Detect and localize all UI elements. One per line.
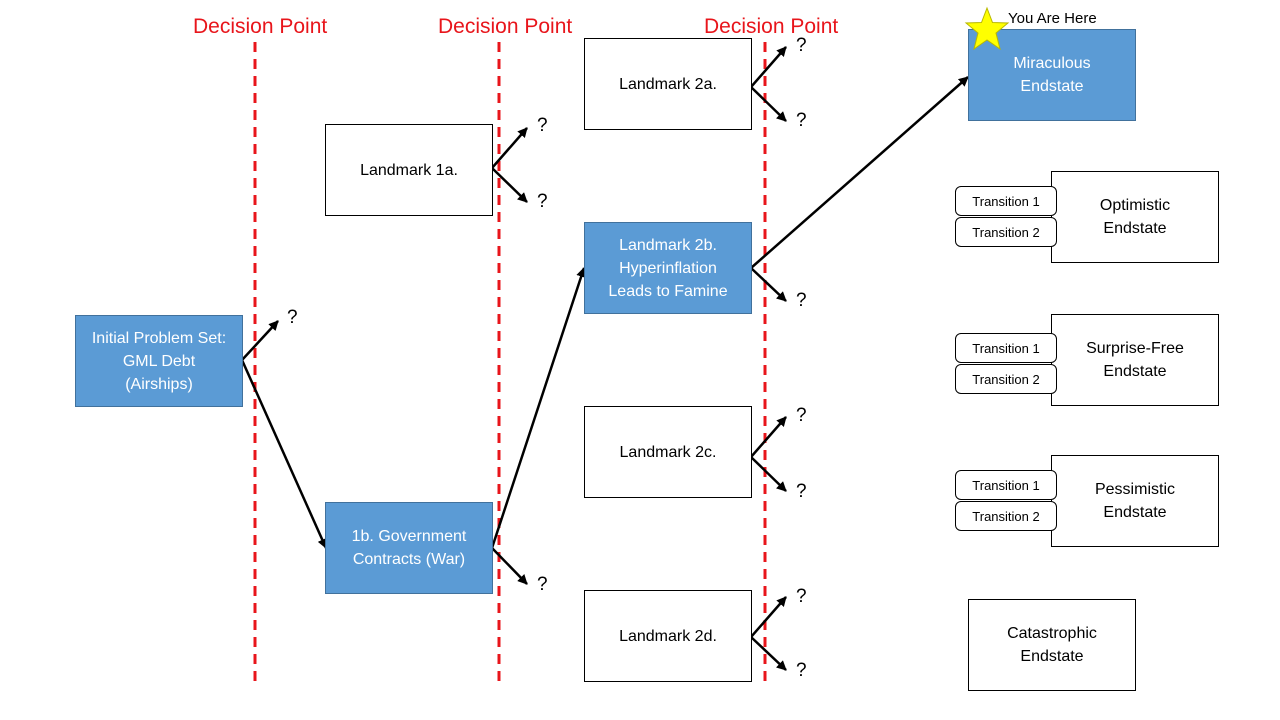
arrow-2a-unknown-lower — [750, 86, 787, 122]
node-landmark-2c: Landmark 2c. — [584, 406, 752, 498]
arrow-2d-unknown-lower — [750, 636, 787, 671]
endstate-surprise-free: Surprise-Free Endstate — [1051, 314, 1219, 406]
decision-point-label-2: Decision Point — [438, 15, 573, 38]
unknown-outcome-2a-lower: ? — [796, 110, 807, 131]
decision-point-label-3: Decision Point — [704, 15, 839, 38]
node-landmark-2b: Landmark 2b. Hyperinflation Leads to Fam… — [584, 222, 752, 314]
arrow-2a-unknown-upper — [750, 46, 787, 88]
transition-1-pessimistic: Transition 1 — [955, 470, 1057, 500]
unknown-outcome-2d-upper: ? — [796, 586, 807, 607]
arrow-1a-unknown-upper — [491, 127, 528, 169]
star-icon — [964, 6, 1010, 51]
arrow-2d-unknown-upper — [750, 596, 787, 638]
node-landmark-2a: Landmark 2a. — [584, 38, 752, 130]
unknown-outcome-1a-lower: ? — [537, 191, 548, 212]
unknown-outcome-2a-upper: ? — [796, 35, 807, 56]
arrow-1b-unknown — [491, 547, 528, 585]
arrow-2c-unknown-lower — [750, 456, 787, 492]
arrow-1a-unknown-lower — [491, 167, 528, 203]
transition-2-optimistic: Transition 2 — [955, 217, 1057, 247]
transition-1-optimistic: Transition 1 — [955, 186, 1057, 216]
unknown-outcome-1a-upper: ? — [537, 115, 548, 136]
node-landmark-1b: 1b. Government Contracts (War) — [325, 502, 493, 594]
you-are-here-label: You Are Here — [1008, 10, 1097, 27]
arrow-2b-to-miraculous — [750, 76, 969, 269]
node-landmark-2d: Landmark 2d. — [584, 590, 752, 682]
endstate-pessimistic: Pessimistic Endstate — [1051, 455, 1219, 547]
unknown-outcome-2d-lower: ? — [796, 660, 807, 681]
arrow-initial-to-1b — [240, 359, 328, 549]
arrow-2c-unknown-upper — [750, 416, 787, 458]
transition-2-surprise-free: Transition 2 — [955, 364, 1057, 394]
arrow-1b-to-2b — [490, 267, 586, 549]
node-landmark-1a: Landmark 1a. — [325, 124, 493, 216]
unknown-outcome-1b: ? — [537, 574, 548, 595]
node-initial-problem: Initial Problem Set: GML Debt (Airships) — [75, 315, 243, 407]
unknown-outcome-2b: ? — [796, 290, 807, 311]
unknown-outcome-initial: ? — [287, 307, 298, 328]
unknown-outcome-2c-upper: ? — [796, 405, 807, 426]
transition-1-surprise-free: Transition 1 — [955, 333, 1057, 363]
unknown-outcome-2c-lower: ? — [796, 481, 807, 502]
arrow-2b-unknown — [750, 267, 787, 302]
transition-2-pessimistic: Transition 2 — [955, 501, 1057, 531]
endstate-catastrophic: Catastrophic Endstate — [968, 599, 1136, 691]
arrow-initial-unknown — [241, 320, 279, 361]
endstate-optimistic: Optimistic Endstate — [1051, 171, 1219, 263]
decision-point-label-1: Decision Point — [193, 15, 328, 38]
